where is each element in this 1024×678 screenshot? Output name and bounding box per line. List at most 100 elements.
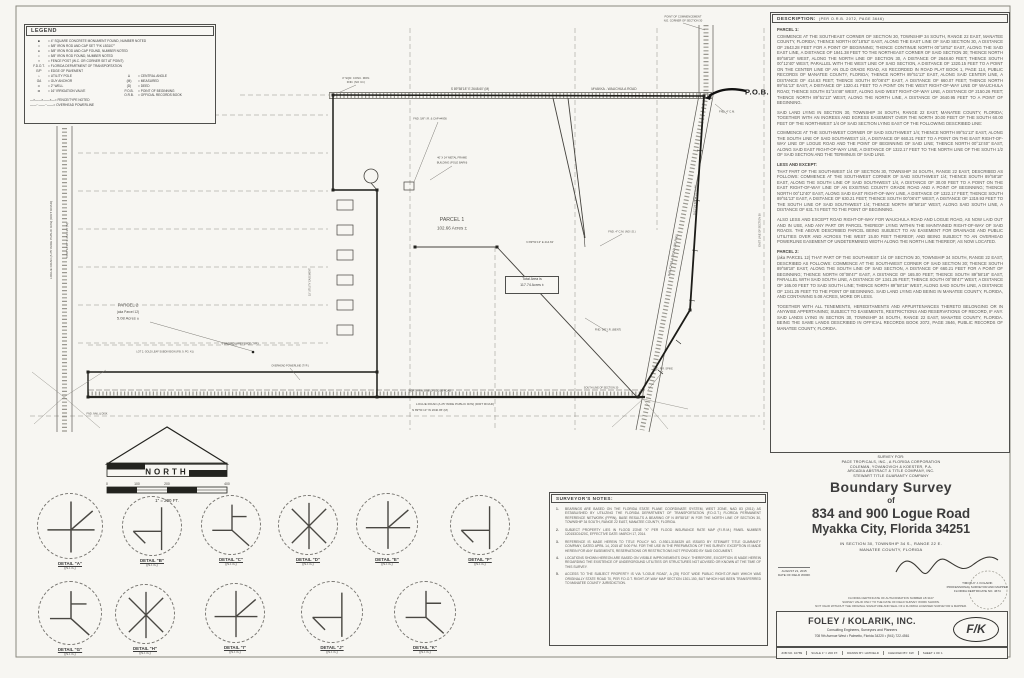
survey-for-client: ARCADIA ABSTRACT & TITLE COMPANY, INC.	[847, 469, 935, 474]
detail-nts: (N.T.S.)	[64, 566, 76, 570]
detail-title: DETAIL "K"	[412, 645, 438, 650]
detail-title: DETAIL "J"	[320, 645, 344, 650]
description-box: DESCRIPTION: (PER O.R.B. 2072, PAGE 3646…	[770, 12, 1010, 453]
detail-circle-c	[201, 495, 261, 555]
detail-label-e: DETAIL "E"(N.T.S.)	[375, 557, 399, 566]
legend-item: GA= GUY ANCHOR	[30, 79, 120, 84]
legend-title: LEGEND	[26, 26, 214, 36]
legend-symbol: P.O.B.	[124, 88, 134, 93]
description-header: DESCRIPTION: (PER O.R.B. 2072, PAGE 3646…	[772, 14, 1008, 23]
legend-item-text: = DEED	[138, 83, 150, 88]
description-paragraph-body: (aka PARCEL 12) THAT PART OF THE SOUTHWE…	[777, 255, 1003, 300]
legend-item-text: = OFFICIAL RECORDS BOOK	[138, 93, 182, 98]
description-paragraph-body: SAID LAND LYING IN SECTION 30, TOWNSHIP …	[777, 109, 1003, 126]
detail-drawing	[212, 504, 250, 547]
detail-circle-h	[115, 584, 175, 644]
detail-nts: (N.T.S.)	[225, 562, 237, 566]
legend-symbol: E/P	[36, 68, 42, 73]
detail-drawing	[214, 590, 258, 638]
description-body: PARCEL 1:COMMENCE AT THE SOUTHEAST CORNE…	[771, 24, 1009, 338]
legend-item-text: = OVERHEAD POWERLINE	[53, 103, 95, 108]
plat-annotation: FND. 5/8" I.R. (BENT)	[594, 328, 622, 332]
detail-drawing	[291, 502, 327, 550]
detail-drawing	[132, 507, 163, 551]
description-paragraph: TOGETHER WITH ALL TENEMENTS, HEREDITAMEN…	[777, 304, 1003, 332]
plat-annotation: FND. (NO I.D.)	[346, 80, 366, 84]
detail-nts: (N.T.S.)	[229, 650, 241, 654]
detail-nts: (N.T.S.)	[381, 562, 393, 566]
legend-item: O.R.B.= OFFICIAL RECORDS BOOK	[120, 93, 210, 98]
legend-item-text: = 5/8" IRON ROD AND CAP SET "F/K LB3107"	[48, 43, 115, 48]
north-arrow: NORTH	[104, 426, 230, 477]
detail-nts: (N.T.S.)	[326, 650, 338, 654]
detail-label-a: DETAIL "A"(N.T.S.)	[58, 561, 82, 570]
description-title-suffix: (PER O.R.B. 2072, PAGE 3646)	[818, 17, 885, 21]
plat-annotation: POINT OF COMMENCEMENT	[664, 15, 702, 18]
plat-annotation: 5.08 Acres ±	[116, 315, 140, 321]
plat-annotation: SOUTH LINE OF SECTION 30	[583, 386, 619, 389]
surveyor-name: TIMOTHY J. KOLARIK	[962, 581, 993, 585]
legend-item: ●= 5/8" IRON ROD AND CAP FOUND, NUMBER N…	[30, 49, 210, 54]
legend-symbol: Δ	[127, 73, 131, 78]
description-paragraph-head: PARCEL 2:	[777, 248, 799, 254]
legend-item-text: = EDGE OF PAVEMENT	[48, 68, 84, 73]
detail-label-j: DETAIL "J"(N.T.S.)	[320, 645, 343, 654]
detail-circle-d	[278, 495, 338, 555]
pob-arrow	[705, 88, 747, 100]
legend-symbol: ▪	[38, 53, 40, 58]
checked-by: CHECKED BY: KW	[884, 651, 919, 655]
legend-item: ⊠= 16" IRRIGATION VALVE	[30, 89, 120, 94]
job-info-strip: JOB NO. 10789 SCALE 1" = 200 FT. DRAWN B…	[776, 647, 1008, 659]
road-bottom	[88, 389, 645, 399]
survey-title-line4: Myakka City, Florida 34251	[811, 522, 971, 536]
description-paragraph-body: THAT PART OF THE SOUTHWEST 1/4 OF SECTIO…	[777, 168, 1003, 213]
legend-symbol: ⌁	[38, 73, 40, 78]
certification-lines: FLORIDA CERTIFICATE OF AUTHORIZATION NUM…	[772, 596, 1010, 609]
surveyor-signature	[895, 556, 1008, 610]
detail-drawing	[47, 501, 95, 553]
detail-nts: (N.T.S.)	[419, 650, 431, 654]
legend-item: ▪ = 5/8" IRON ROD FOUND, NUMBER NOTED	[30, 54, 210, 59]
legend-item-text: = 5/8" IRON ROD FOUND, NUMBER NOTED	[48, 53, 113, 58]
field-date-label: DATE OF FIELD WORK	[778, 573, 811, 578]
total-area-box: Total Area is 117.74 Acres ±	[505, 276, 559, 294]
legend-item-text: = POINT OF BEGINNING	[138, 88, 175, 93]
legend-item-text: = 2" WELL	[48, 83, 64, 88]
drawing-scale: SCALE 1" = 200 FT.	[807, 651, 844, 655]
leader-lines	[149, 22, 728, 391]
surveyor-cert: FLORIDA CERTIFICATE NO. 4674	[953, 589, 1001, 594]
legend-symbol: ⊠	[37, 88, 41, 93]
title-block: SURVEY FOR: PACE TROPICALS, INC., A FLOR…	[772, 455, 1010, 659]
svg-text:0: 0	[106, 482, 108, 486]
description-paragraph-body: COMMENCE AT THE SOUTHEAST CORNER OF SECT…	[777, 33, 1003, 106]
detail-circle-k	[394, 581, 456, 643]
description-paragraph-head: LESS AND EXCEPT:	[777, 162, 817, 168]
plat-annotation: NORTH R/W LINE OF LOGUE ROAD	[408, 389, 452, 393]
description-paragraph: COMMENCE AT THE SOUTHWEST CORNER OF SAID…	[777, 130, 1003, 158]
plat-annotation: S 89°58'18" E 2648.60' (M)	[450, 86, 490, 91]
detail-title: DETAIL "E"	[375, 557, 399, 562]
legend-symbol: —×——×——×—	[30, 98, 55, 103]
description-paragraph-head: PARCEL 1:	[777, 27, 799, 32]
plat-annotation: (aka Parcel 12)	[116, 309, 140, 314]
detail-drawing	[49, 591, 90, 636]
field-date-value: AUGUST 21, 2015	[781, 569, 807, 573]
sheet-number: SHEET 1 OF 1	[922, 651, 943, 655]
detail-title: DETAIL "D"	[295, 557, 321, 562]
detail-label-d: DETAIL "D"(N.T.S.)	[296, 557, 320, 566]
surveyor-title: PROFESSIONAL SURVEYOR AND MAPPER	[946, 585, 1008, 590]
company-box: FOLEY / KOLARIK, INC. Consulting Enginee…	[776, 611, 1008, 647]
surveyor-seal	[968, 570, 1008, 610]
legend-symbol: ●	[38, 48, 40, 53]
description-paragraph-body: TOGETHER WITH ALL TENEMENTS, HEREDITAMEN…	[777, 303, 1003, 331]
plat-annotation: FND. 4" C.M. (NO I.D.)	[608, 230, 636, 234]
survey-for-client: COLEMAN, YOVANOVICH & KOESTER, P.A.	[849, 464, 933, 469]
note-text: LOCATIONS SHOWN HEREON ARE BASED ON VISI…	[565, 555, 761, 569]
detail-circle-b	[122, 496, 182, 556]
surveyors-notes-body: 1.BEARINGS ARE BASED ON THE FLORIDA STAT…	[550, 504, 767, 592]
note-text: BEARINGS ARE BASED ON THE FLORIDA STATE …	[565, 507, 761, 525]
